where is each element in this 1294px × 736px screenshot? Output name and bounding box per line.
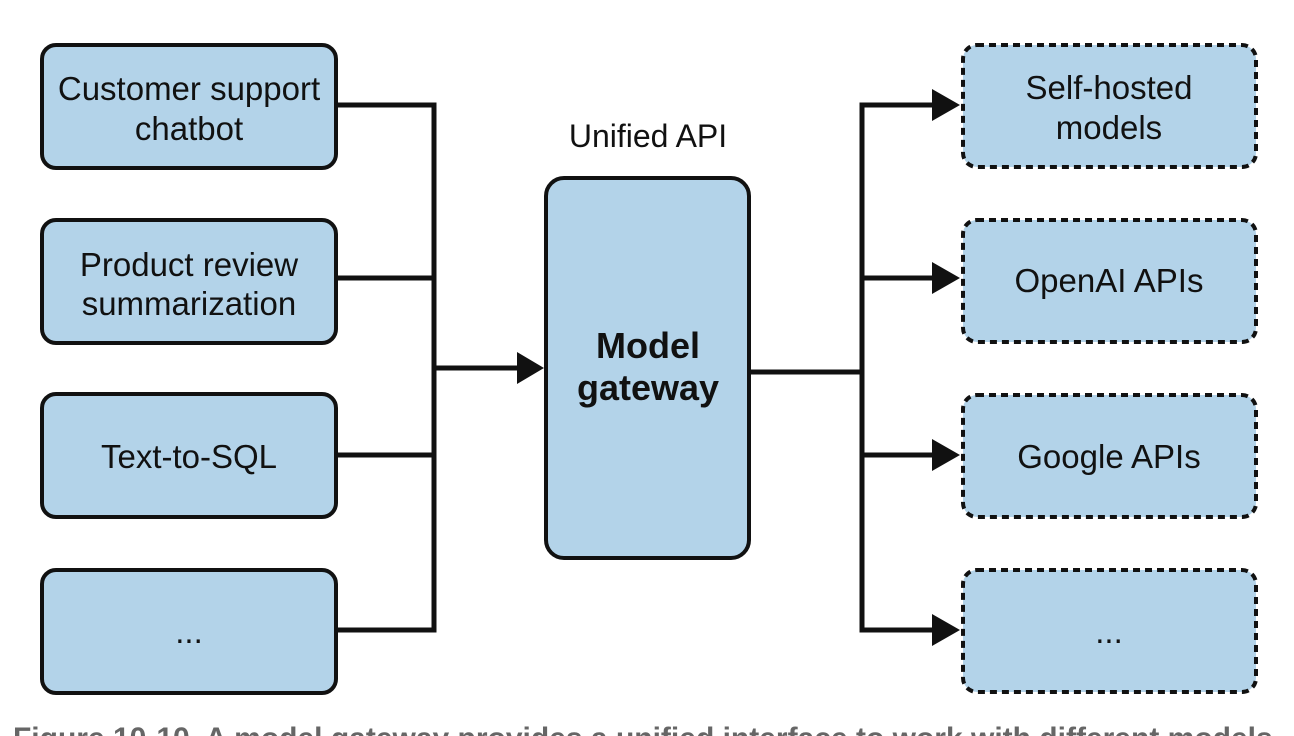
target-box-4-line-1: ...: [1095, 613, 1123, 650]
arrowhead-target-4: [932, 614, 960, 646]
source-box-3: Text-to-SQL: [40, 392, 338, 519]
source-box-1: Customer support chatbot: [40, 43, 338, 170]
arrowhead-target-1: [932, 89, 960, 121]
target-box-3: Google APIs: [961, 393, 1258, 519]
model-gateway: Unified API Model gateway: [544, 118, 751, 560]
target-box-2: OpenAI APIs: [961, 218, 1258, 344]
source-box-4-line-1: ...: [175, 613, 203, 650]
connector-lines: [336, 102, 934, 633]
target-box-3-line-1: Google APIs: [1017, 438, 1200, 475]
model-providers: Self-hosted models OpenAI APIs Google AP…: [961, 43, 1258, 694]
target-box-1: Self-hosted models: [961, 43, 1258, 169]
gateway-line-1: Model: [596, 325, 700, 366]
arrowhead-target-3: [932, 439, 960, 471]
source-box-4: ...: [40, 568, 338, 695]
source-box-2-line-2: summarization: [82, 285, 297, 322]
target-box-1-line-2: models: [1056, 109, 1162, 146]
source-applications: Customer support chatbot Product review …: [40, 43, 338, 695]
arrowhead-gateway: [517, 352, 544, 384]
target-box-1-line-1: Self-hosted: [1026, 69, 1193, 106]
source-box-1-line-1: Customer support: [58, 70, 320, 107]
source-box-2: Product review summarization: [40, 218, 338, 345]
source-box-3-line-1: Text-to-SQL: [101, 438, 277, 475]
figure-caption: Figure 10-10. A model gateway provides a…: [13, 722, 1281, 736]
gateway-line-2: gateway: [577, 367, 719, 408]
unified-api-label: Unified API: [569, 118, 727, 154]
target-box-4: ...: [961, 568, 1258, 694]
arrowheads: [517, 89, 960, 646]
target-box-2-line-1: OpenAI APIs: [1015, 262, 1204, 299]
source-box-1-line-2: chatbot: [135, 110, 243, 147]
source-box-2-line-1: Product review: [80, 246, 298, 283]
arrowhead-target-2: [932, 262, 960, 294]
